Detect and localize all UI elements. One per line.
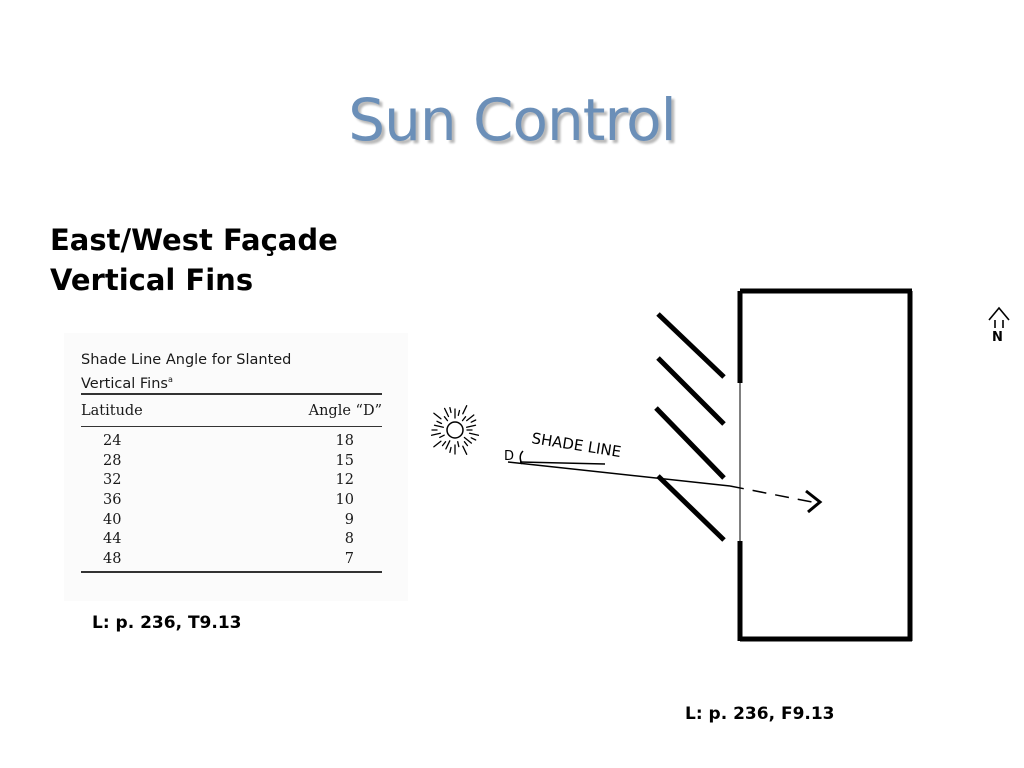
table-row: 32 12 — [81, 472, 382, 492]
table-top-rule — [81, 393, 382, 395]
table-bottom-rule — [81, 571, 382, 573]
table-row: 48 7 — [81, 551, 382, 571]
angle-cell: 18 — [335, 433, 354, 449]
fin — [656, 474, 726, 542]
table-footnote-mark: a — [167, 375, 173, 384]
table-caption-line2: Vertical Finsa — [81, 370, 291, 394]
fin — [656, 356, 726, 426]
angle-cell: 15 — [335, 452, 354, 469]
sun-icon — [430, 405, 480, 455]
angle-cell: 9 — [344, 511, 354, 528]
north-label: N — [992, 330, 1003, 345]
table-row: 36 10 — [81, 492, 382, 512]
angle-cell: 7 — [344, 551, 354, 568]
table-row: 24 18 — [81, 433, 382, 453]
column-header-latitude: Latitude — [81, 403, 143, 419]
table-row: 44 8 — [81, 531, 382, 551]
latitude-cell: 32 — [103, 472, 122, 489]
room-outline — [737, 288, 913, 642]
slide-subtitle: East/West Façade Vertical Fins — [50, 220, 338, 300]
table-row: 40 9 — [81, 512, 382, 532]
shade-angle-table: Shade Line Angle for Slanted Vertical Fi… — [64, 333, 408, 601]
latitude-cell: 28 — [103, 452, 122, 469]
latitude-cell: 36 — [103, 492, 122, 509]
fin — [656, 312, 726, 379]
angle-cell: 8 — [344, 531, 354, 548]
fin — [654, 406, 726, 480]
column-header-angle: Angle “D” — [308, 403, 382, 419]
table-caption: Shade Line Angle for Slanted Vertical Fi… — [81, 351, 291, 394]
table-row: 28 15 — [81, 453, 382, 473]
north-arrow-icon — [988, 306, 1010, 328]
slide-title: Sun Control — [348, 86, 676, 154]
arrowhead-icon — [805, 489, 823, 514]
shade-line-ray — [507, 450, 823, 514]
figure-reference: L: p. 236, F9.13 — [685, 704, 835, 724]
table-reference: L: p. 236, T9.13 — [92, 613, 242, 633]
table-caption-line1: Shade Line Angle for Slanted — [81, 352, 292, 368]
latitude-cell: 24 — [103, 433, 122, 449]
slanted-fins — [654, 312, 726, 542]
subtitle-line-fins: Vertical Fins — [50, 263, 254, 297]
angle-d-label: D — [504, 449, 514, 464]
table-caption-line2-text: Vertical Fins — [81, 375, 168, 392]
table-body: 24 18 28 15 32 12 36 10 40 9 44 8 48 7 — [81, 433, 382, 571]
angle-cell: 12 — [335, 472, 354, 489]
latitude-cell: 44 — [103, 531, 122, 548]
shade-line-label: SHADE LINE — [530, 429, 622, 461]
angle-cell: 10 — [335, 492, 354, 509]
table-header-rule — [81, 426, 382, 427]
subtitle-line-facade: East/West Façade — [50, 223, 338, 257]
latitude-cell: 48 — [103, 551, 122, 568]
latitude-cell: 40 — [103, 511, 122, 528]
